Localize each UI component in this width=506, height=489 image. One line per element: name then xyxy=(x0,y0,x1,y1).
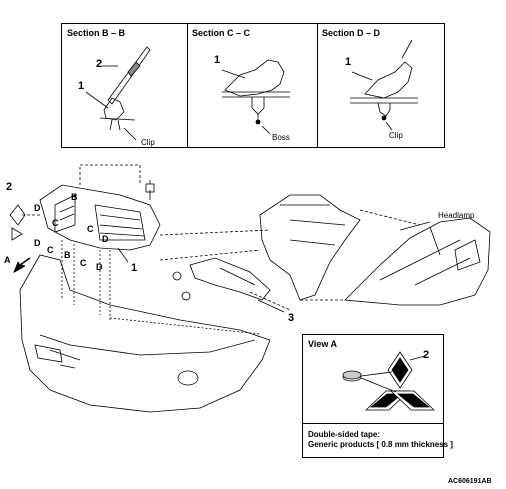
section-marker-d-mid: D xyxy=(102,234,109,244)
view-a-letter: A xyxy=(4,255,11,265)
section-marker-b-low: B xyxy=(64,250,71,260)
figure-code: AC606191AB xyxy=(448,478,492,485)
section-marker-c-right: C xyxy=(87,224,94,234)
view-a-title: View A xyxy=(308,339,338,349)
grille xyxy=(39,184,161,251)
section-b-title: Section B – B xyxy=(67,28,126,38)
headlamp-label: Headlamp xyxy=(438,211,475,220)
section-b-part1-label: 1 xyxy=(78,80,85,92)
fog-lamp-right xyxy=(177,370,199,386)
part2-label: 2 xyxy=(6,181,13,193)
section-marker-c-low2: C xyxy=(80,258,87,268)
section-d-title: Section D – D xyxy=(322,28,381,38)
section-marker-d-bottom: D xyxy=(96,262,103,272)
section-d-part1-label: 1 xyxy=(345,56,352,68)
emblem xyxy=(9,204,26,241)
tape-note-line2: Generic products [ 0.8 mm thickness ] xyxy=(308,440,453,449)
section-b-clip-label: Clip xyxy=(141,138,155,147)
section-c-title: Section C – C xyxy=(192,28,251,38)
headlamp xyxy=(344,217,491,306)
bumper-outline xyxy=(19,254,271,413)
section-divider-2 xyxy=(317,23,318,148)
section-divider-1 xyxy=(187,23,188,148)
view-a-note-divider xyxy=(302,423,444,424)
section-marker-d-low: D xyxy=(34,238,41,248)
part3-label: 3 xyxy=(288,312,295,324)
section-marker-c-low: C xyxy=(47,245,54,255)
section-c-part1-label: 1 xyxy=(214,54,221,66)
section-b-part2-label: 2 xyxy=(96,58,103,70)
part1-label: 1 xyxy=(131,262,138,274)
section-marker-d-left: D xyxy=(34,203,41,213)
section-marker-b-top: B xyxy=(71,192,78,202)
bracket xyxy=(189,257,271,301)
tape-note-line1: Double-sided tape: xyxy=(308,430,381,439)
view-a-part2-label: 2 xyxy=(423,349,430,361)
section-marker-c-upper: C xyxy=(52,218,59,228)
section-d-clip-label: Clip xyxy=(389,131,403,140)
front-support xyxy=(259,194,361,301)
fog-lamp-left xyxy=(34,344,63,363)
view-a-panel xyxy=(302,334,444,458)
section-c-boss-label: Boss xyxy=(272,133,290,142)
